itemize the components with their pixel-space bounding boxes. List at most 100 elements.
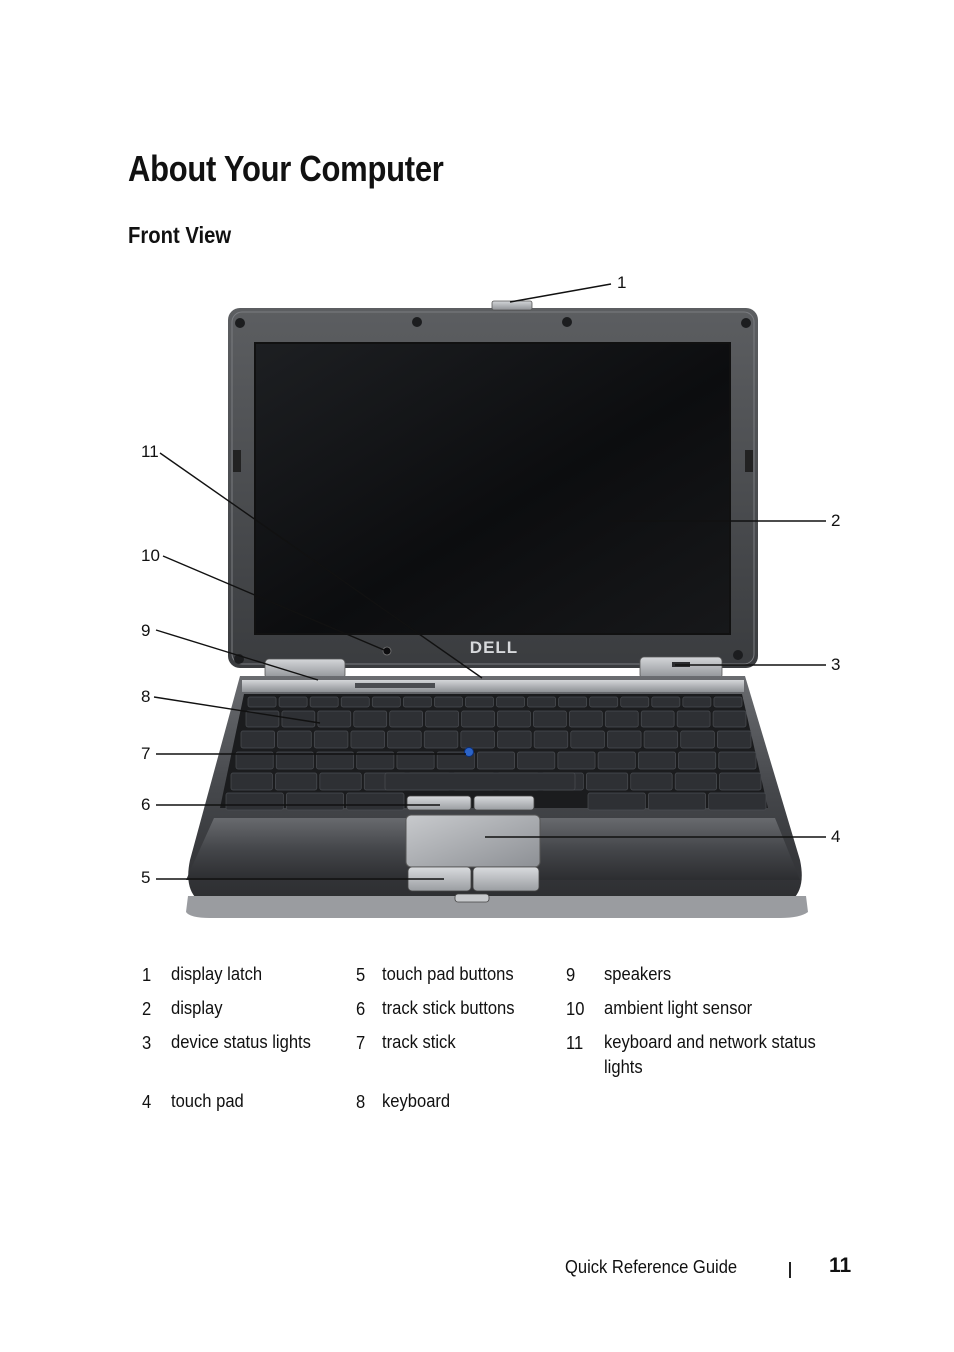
callout-number-3: 3 <box>831 655 841 674</box>
legend-number: 10 <box>566 999 585 1019</box>
callout-line-8 <box>153 696 321 724</box>
keyboard-key <box>718 751 757 770</box>
keyboard-key <box>570 730 605 749</box>
keyboard-key <box>604 710 639 728</box>
legend-number: 5 <box>356 965 366 985</box>
keyboard-key <box>275 751 314 770</box>
dell-logo: DELL <box>470 638 518 657</box>
keyboard-key <box>275 772 318 791</box>
keyboard-key <box>517 751 556 770</box>
keyboard-key <box>350 730 385 749</box>
callout-line-11 <box>159 452 483 679</box>
callout-number-9: 9 <box>141 621 151 640</box>
track-stick-button-left <box>406 795 472 811</box>
legend-label: display latch <box>171 964 263 984</box>
legend-number: 6 <box>356 999 366 1019</box>
legend-number: 8 <box>356 1092 366 1112</box>
legend-label: keyboard and network status lights <box>604 1032 816 1077</box>
legend-label: touch pad <box>171 1091 244 1111</box>
touch-pad-button-right <box>472 866 540 892</box>
keyboard-key <box>676 710 711 728</box>
keyboard-key <box>637 751 676 770</box>
legend-number: 9 <box>566 965 576 985</box>
space-bar-key <box>384 772 576 791</box>
callout-number-1: 1 <box>617 273 627 292</box>
keyboard-key <box>309 696 339 708</box>
keyboard-key <box>589 696 619 708</box>
footer-guide-title: Quick Reference Guide <box>565 1257 738 1277</box>
callout-number-6: 6 <box>141 795 151 814</box>
keyboard-key <box>313 730 349 749</box>
track-stick-button-right <box>473 795 535 811</box>
legend-label: track stick buttons <box>382 998 515 1018</box>
ambient-light-sensor <box>382 646 392 656</box>
keyboard-key <box>423 730 459 749</box>
keyboard-key <box>708 792 767 811</box>
legend-label: device status lights <box>171 1032 311 1052</box>
display-screen <box>254 342 731 635</box>
keyboard-key <box>316 751 355 770</box>
keyboard-key <box>340 696 370 708</box>
keyboard-key <box>527 696 556 708</box>
keyboard-key <box>285 792 345 811</box>
keyboard-key <box>396 751 435 770</box>
legend-number: 2 <box>142 999 152 1019</box>
footer-separator <box>789 1262 791 1278</box>
legend-label: ambient light sensor <box>604 998 753 1018</box>
keyboard-key <box>680 730 715 749</box>
keyboard-key <box>497 710 531 728</box>
legend-label: speakers <box>604 964 672 984</box>
legend-label: touch pad buttons <box>382 964 514 984</box>
keyboard-key <box>436 751 475 770</box>
keyboard-key <box>497 730 532 749</box>
keyboard-key <box>346 792 405 811</box>
keyboard-key <box>533 730 569 749</box>
keyboard-key <box>425 710 459 728</box>
keyboard-key <box>402 696 432 708</box>
keyboard-key <box>713 696 743 708</box>
laptop-front-view-illustration: DELL <box>153 283 826 918</box>
keyboard-key <box>371 696 401 708</box>
page-number: 11 <box>829 1254 852 1277</box>
keyboard-key <box>356 751 395 770</box>
legend-number: 11 <box>566 1033 584 1053</box>
callout-number-11: 11 <box>141 442 159 461</box>
keyboard-key <box>712 710 747 728</box>
keyboard-key <box>682 696 712 708</box>
keyboard-key <box>496 696 525 708</box>
keyboard-key <box>230 772 273 791</box>
keyboard-key <box>557 751 596 770</box>
keyboard-key <box>558 696 588 708</box>
callout-number-8: 8 <box>141 687 151 706</box>
keyboard-key <box>620 696 650 708</box>
keyboard-key <box>674 772 717 791</box>
keyboard-key <box>461 710 495 728</box>
keyboard-key <box>569 710 603 728</box>
legend-label: display <box>171 998 223 1018</box>
keyboard-key <box>225 792 284 811</box>
legend-number: 3 <box>142 1033 152 1053</box>
callout-number-5: 5 <box>141 868 151 887</box>
callout-number-10: 10 <box>141 546 160 565</box>
keyboard-key <box>607 730 642 749</box>
keyboard-key <box>643 730 679 749</box>
section-title: Front View <box>128 222 232 248</box>
keyboard-key <box>317 710 352 728</box>
touch-pad <box>405 814 541 868</box>
keyboard-key <box>587 792 646 811</box>
callout-line-9 <box>155 629 319 681</box>
keyboard-key <box>597 751 636 770</box>
callout-number-4: 4 <box>831 827 841 846</box>
legend-label: track stick <box>382 1032 456 1052</box>
keyboard-key <box>319 772 362 791</box>
keyboard-key <box>465 696 494 708</box>
keyboard-key <box>434 696 463 708</box>
keyboard-key <box>630 772 673 791</box>
keyboard-key <box>235 751 274 770</box>
page-title: About Your Computer <box>128 148 444 189</box>
keyboard-network-status-lights <box>355 683 435 688</box>
callout-lines <box>153 283 826 880</box>
keyboard-key <box>247 696 277 708</box>
keyboard-key <box>717 730 752 749</box>
legend-number: 4 <box>142 1092 152 1112</box>
